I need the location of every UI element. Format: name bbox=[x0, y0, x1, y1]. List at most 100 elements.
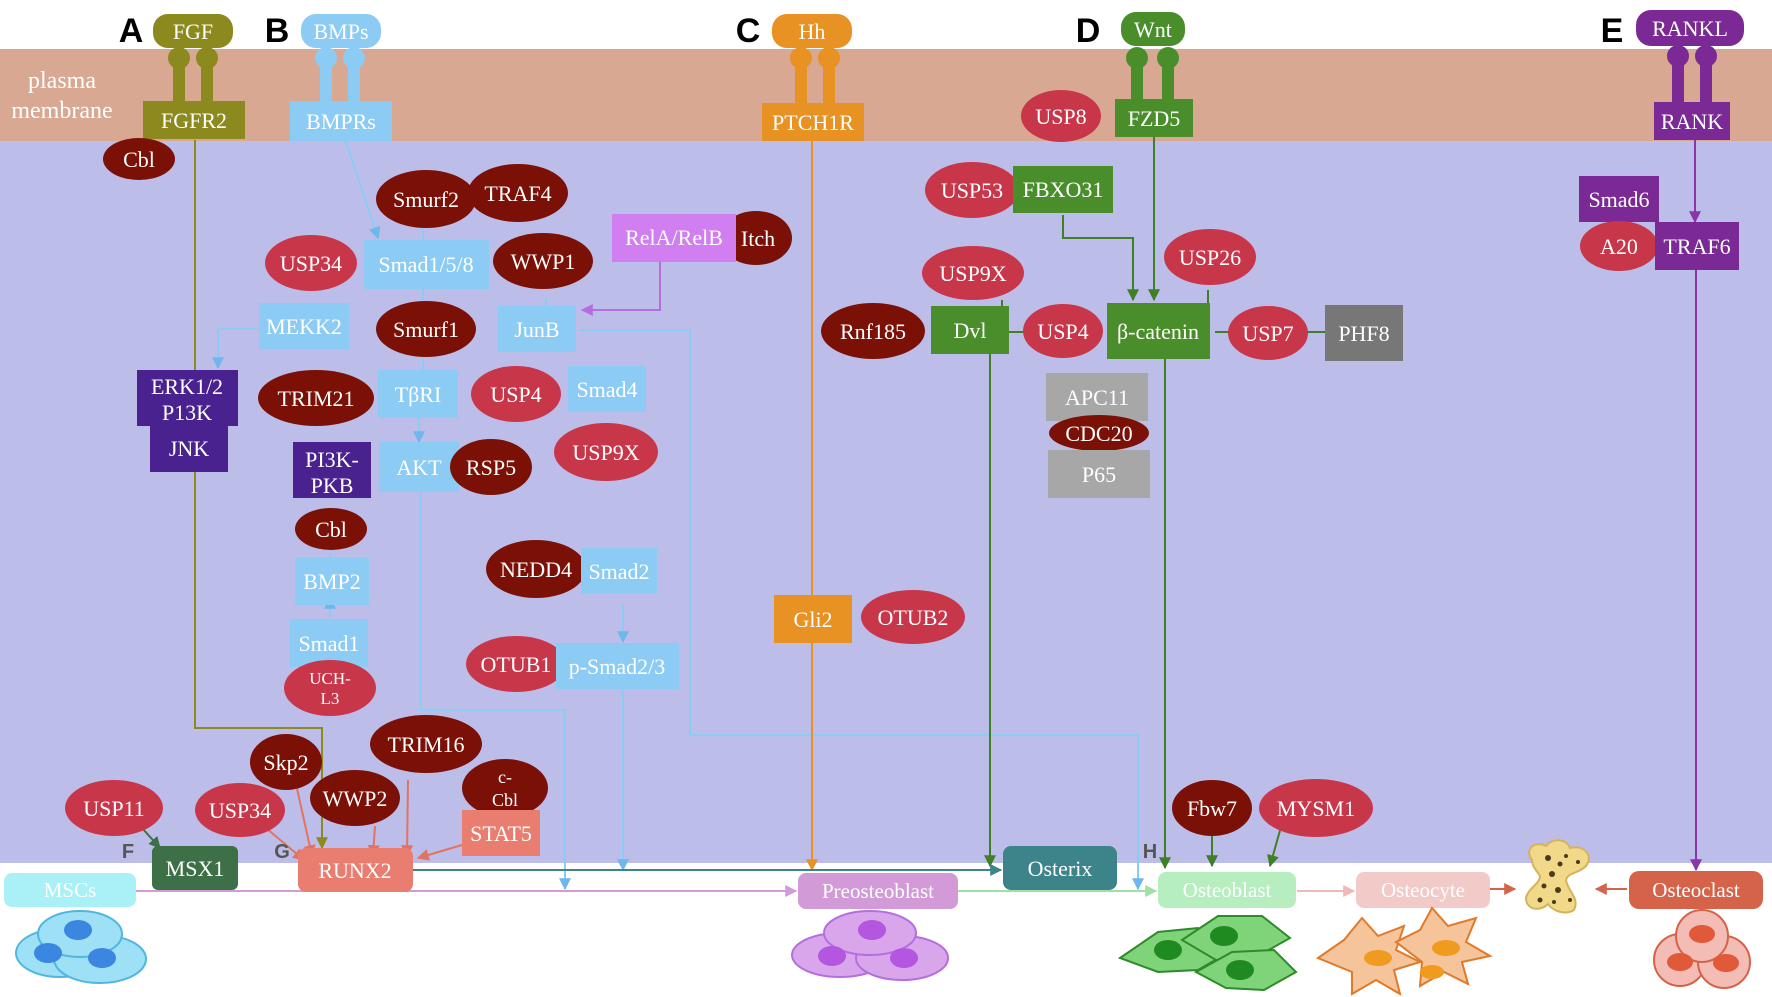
plasma-membrane-label-2: membrane bbox=[11, 98, 112, 124]
rnf185-label: Rnf185 bbox=[840, 319, 906, 344]
usp9x-d-node bbox=[922, 246, 1024, 300]
panel-label-h: H bbox=[1143, 841, 1157, 863]
akt-box bbox=[379, 442, 459, 492]
smurf1-label: Smurf1 bbox=[393, 317, 459, 342]
bmprs-box bbox=[290, 101, 392, 141]
mysm1-node bbox=[1259, 779, 1373, 837]
trim21-label: TRIM21 bbox=[278, 386, 355, 411]
smad158-box bbox=[364, 240, 489, 289]
panel-label-g: G bbox=[274, 841, 290, 863]
usp26-node bbox=[1164, 229, 1256, 285]
beta-catenin-label: β-catenin bbox=[1117, 319, 1199, 344]
pi3k-label: PI3K- bbox=[305, 447, 359, 472]
msx1-label: MSX1 bbox=[166, 856, 225, 881]
traf4-node bbox=[468, 164, 568, 222]
osterix-box bbox=[1003, 846, 1117, 890]
wwp2-label: WWP2 bbox=[323, 786, 388, 811]
psmad23-label: p-Smad2/3 bbox=[569, 654, 666, 679]
dvl-label: Dvl bbox=[954, 318, 987, 343]
wwp1-label: WWP1 bbox=[511, 249, 576, 274]
usp34-b-node bbox=[265, 235, 357, 291]
smad2-label: Smad2 bbox=[588, 559, 649, 584]
ptch1r-label: PTCH1R bbox=[772, 110, 854, 135]
osteocyte-cells-icon bbox=[1315, 906, 1493, 997]
osteoblast-box bbox=[1158, 872, 1296, 908]
fbw7-node bbox=[1172, 780, 1252, 836]
ligand-rankl-label: RANKL bbox=[1652, 16, 1728, 41]
panel-label-b: B bbox=[265, 12, 290, 50]
preosteoblast-box bbox=[798, 873, 958, 909]
akt-label: AKT bbox=[396, 455, 442, 480]
rnf185-node bbox=[821, 303, 925, 359]
rsp5-label: RSP5 bbox=[466, 455, 516, 480]
ligand-bmps bbox=[301, 14, 381, 48]
ligand-rankl bbox=[1636, 10, 1744, 46]
jnk-label: JNK bbox=[169, 436, 209, 461]
usp7-label: USP7 bbox=[1242, 321, 1293, 346]
ptch1r-box bbox=[762, 103, 864, 141]
mscs-cells-icon bbox=[15, 910, 147, 984]
beta-catenin-box bbox=[1107, 303, 1210, 359]
cdc20-node bbox=[1049, 415, 1149, 451]
receptor-rank bbox=[1667, 45, 1717, 104]
fzd5-box bbox=[1115, 99, 1193, 137]
usp34-b-label: USP34 bbox=[280, 251, 342, 276]
a20-label: A20 bbox=[1600, 234, 1638, 259]
runx2-box bbox=[298, 848, 413, 892]
cbl-top-node bbox=[103, 138, 175, 180]
connections bbox=[136, 137, 1702, 897]
p65-label: P65 bbox=[1082, 462, 1116, 487]
panel-label-e: E bbox=[1601, 12, 1624, 50]
c-cbl-label-1: c- bbox=[498, 767, 512, 787]
trim16-node bbox=[370, 715, 482, 773]
smad6-label: Smad6 bbox=[1588, 187, 1649, 212]
uch-label-1: UCH- bbox=[309, 669, 351, 688]
cbl-mid-label: Cbl bbox=[315, 517, 347, 542]
usp11-node bbox=[65, 780, 163, 836]
preosteoblast-cells-icon bbox=[791, 910, 949, 981]
bmp2-box bbox=[295, 557, 369, 605]
smurf2-node bbox=[376, 170, 476, 228]
tbri-box bbox=[378, 370, 458, 418]
trim21-node bbox=[258, 370, 374, 426]
c-cbl-label-2: Cbl bbox=[492, 790, 518, 810]
dvl-box bbox=[931, 306, 1009, 354]
rank-label: RANK bbox=[1661, 109, 1723, 134]
usp53-label: USP53 bbox=[941, 178, 1003, 203]
mekk2-label: MEKK2 bbox=[266, 314, 342, 339]
c-cbl-node bbox=[462, 759, 548, 817]
smad4-label: Smad4 bbox=[576, 377, 637, 402]
bone-icon bbox=[1524, 839, 1590, 914]
membrane-band bbox=[0, 49, 1772, 141]
osteoclast-box bbox=[1629, 871, 1763, 909]
usp53-node bbox=[925, 162, 1019, 218]
usp11-label: USP11 bbox=[83, 796, 145, 821]
otub2-label: OTUB2 bbox=[878, 605, 949, 630]
stat5-label: STAT5 bbox=[470, 821, 532, 846]
usp34-g-label: USP34 bbox=[209, 798, 271, 823]
itch-node bbox=[720, 211, 792, 265]
traf6-box bbox=[1655, 222, 1739, 270]
osteoblast-label: Osteoblast bbox=[1183, 878, 1272, 902]
traf4-label: TRAF4 bbox=[484, 181, 551, 206]
junb-label: JunB bbox=[514, 317, 559, 342]
panel-label-a: A bbox=[119, 12, 144, 50]
plasma-membrane-label-1: plasma bbox=[28, 68, 96, 94]
pkb-label: PKB bbox=[311, 473, 354, 498]
usp8-label: USP8 bbox=[1035, 104, 1086, 129]
usp9x-d-label: USP9X bbox=[939, 261, 1006, 286]
osteoclast-label: Osteoclast bbox=[1652, 878, 1740, 902]
ligand-hh bbox=[772, 14, 852, 48]
skp2-label: Skp2 bbox=[263, 750, 308, 775]
otub1-node bbox=[466, 636, 566, 692]
bmprs-label: BMPRs bbox=[306, 109, 376, 134]
bmp2-label: BMP2 bbox=[303, 569, 360, 594]
mysm1-label: MYSM1 bbox=[1277, 796, 1355, 821]
ligand-wnt bbox=[1121, 12, 1185, 46]
junb-box bbox=[498, 306, 576, 352]
usp26-label: USP26 bbox=[1179, 245, 1241, 270]
msx1-box bbox=[152, 846, 238, 890]
cbl-top-label: Cbl bbox=[123, 147, 155, 172]
ligand-hh-label: Hh bbox=[799, 19, 826, 44]
